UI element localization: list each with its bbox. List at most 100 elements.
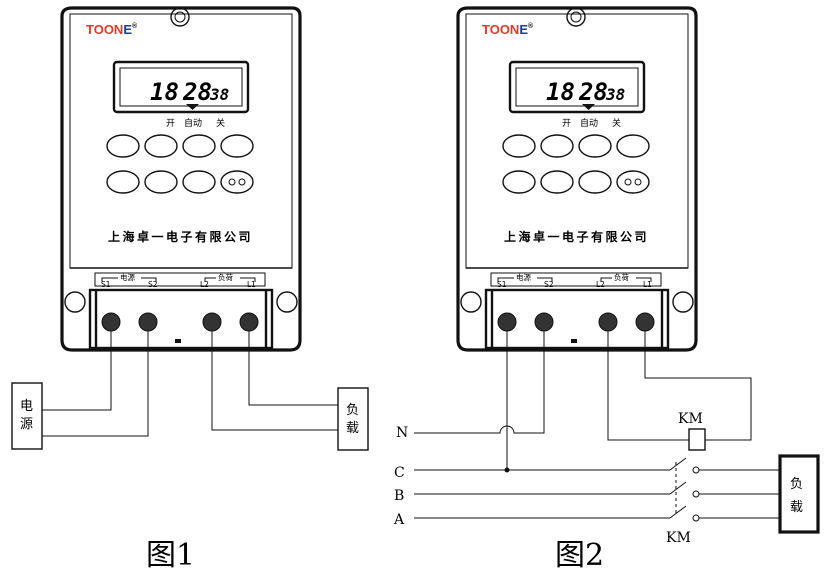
terminal-s1-screw[interactable] — [101, 312, 121, 332]
line-label-c: C — [394, 465, 405, 481]
contact-c — [669, 457, 687, 471]
power-source-box — [11, 382, 43, 450]
terminal-label-strip — [94, 272, 266, 287]
load-bracket — [204, 277, 256, 282]
line-label-n: N — [396, 425, 408, 441]
figure1-caption: 图1 — [146, 538, 195, 573]
lcd-hours: 18 — [546, 78, 575, 106]
keypad-button[interactable] — [616, 134, 650, 158]
contact-terminal — [692, 466, 700, 474]
terminal-label-strip — [490, 272, 662, 287]
keypad-button[interactable] — [502, 134, 536, 158]
lcd-screen — [119, 67, 243, 107]
terminal-s2-label: S2 — [148, 280, 158, 289]
coil-label: KM — [678, 411, 703, 427]
keypad-button[interactable] — [220, 134, 254, 158]
terminal-l2-label: L2 — [200, 280, 209, 289]
indicator-led-icon — [624, 178, 632, 186]
line-label-b: B — [394, 488, 404, 504]
mode-pointer-icon — [186, 104, 199, 110]
load-char: 负 — [346, 403, 359, 418]
lcd-screen — [515, 67, 639, 107]
terminal-l2-screw[interactable] — [202, 312, 222, 332]
terminal-s2-screw[interactable] — [138, 312, 158, 332]
brand-logo: TOONE® — [482, 22, 534, 37]
mounting-hole-left — [64, 291, 86, 313]
keypad-button[interactable] — [106, 170, 140, 194]
keypad-button[interactable] — [106, 134, 140, 158]
terminal-l2-screw[interactable] — [598, 312, 618, 332]
figure2-caption: 图2 — [555, 538, 604, 573]
keypad-button[interactable] — [182, 170, 216, 194]
company-name: 上海卓一电子有限公司 — [504, 229, 649, 244]
contactor-coil — [688, 428, 706, 451]
lcd-hours: 18 — [150, 78, 179, 106]
terminal-l1-screw[interactable] — [239, 312, 259, 332]
lcd-frame — [112, 60, 250, 114]
contact-label: KM — [666, 530, 691, 546]
terminal-s1-label: S1 — [101, 280, 111, 289]
mode-label-on: 开 — [166, 118, 175, 129]
lcd-minutes: 28 — [182, 78, 212, 106]
terminal-s2-screw[interactable] — [534, 312, 554, 332]
line-label-a: A — [393, 512, 405, 528]
mode-label-off: 关 — [216, 117, 225, 129]
timer-device-2: TOONE® 18 28 38 开 自动 关 上海卓一电子有限公司 电源 S1 … — [456, 6, 698, 352]
power-source-char: 源 — [20, 417, 33, 432]
lcd-frame — [508, 60, 646, 114]
contact-terminal — [692, 490, 700, 498]
mode-label-auto: 自动 — [184, 117, 202, 129]
keypad-button[interactable] — [578, 134, 612, 158]
indicator-button[interactable] — [616, 170, 650, 194]
keypad-button[interactable] — [578, 170, 612, 194]
lcd-minutes: 28 — [578, 78, 608, 106]
terminal-l1-label: L1 — [247, 280, 256, 289]
load-label: 负荷 — [218, 272, 233, 282]
neutral-line — [414, 331, 545, 434]
keypad-button[interactable] — [182, 134, 216, 158]
mode-pointer-icon — [582, 104, 595, 110]
keypad-button[interactable] — [540, 170, 574, 194]
terminal-s1-screw[interactable] — [497, 312, 517, 332]
device-body — [456, 6, 698, 352]
company-name: 上海卓一电子有限公司 — [108, 229, 253, 244]
keypad-button[interactable] — [502, 170, 536, 194]
mode-label-on: 开 — [562, 118, 571, 129]
load-bracket — [600, 277, 652, 282]
terminal-l1-screw[interactable] — [635, 312, 655, 332]
lcd-seconds: 38 — [209, 85, 229, 104]
top-screw-inner — [174, 11, 186, 23]
mounting-hole-right — [276, 291, 298, 313]
terminal-marker — [175, 339, 181, 343]
terminal-l2-label: L2 — [596, 280, 605, 289]
indicator-button[interactable] — [220, 170, 254, 194]
contact-b — [669, 481, 687, 495]
keypad-button[interactable] — [144, 170, 178, 194]
contact-terminal — [692, 514, 700, 522]
load-char: 载 — [790, 500, 803, 515]
timer-device-1: TOONE® 18 28 38 开 自动 关 上海卓一电子有限公司 电源 S1 … — [60, 6, 302, 352]
wire-s2 — [42, 331, 149, 437]
indicator-led-icon — [634, 178, 642, 186]
terminal-s2-label: S2 — [544, 280, 554, 289]
contact-a — [669, 505, 687, 519]
wire-l1 — [644, 331, 752, 441]
wire-l2 — [607, 331, 689, 441]
terminal-s1-label: S1 — [497, 280, 507, 289]
power-bracket — [101, 277, 157, 282]
terminal-block — [484, 288, 670, 350]
load-box — [778, 454, 820, 534]
keypad-button[interactable] — [540, 134, 574, 158]
indicator-led-icon — [228, 178, 236, 186]
load-char: 载 — [346, 421, 359, 436]
brand-logo: TOONE® — [86, 22, 138, 37]
load-box — [337, 387, 369, 451]
wire-s1 — [42, 331, 112, 411]
keypad-button[interactable] — [144, 134, 178, 158]
power-label: 电源 — [120, 272, 135, 282]
figure2-wiring: N C B A KM KM 负 载 图2 — [393, 331, 820, 573]
power-bracket — [497, 277, 553, 282]
wire-l2 — [211, 331, 338, 431]
indicator-led-icon — [238, 178, 246, 186]
